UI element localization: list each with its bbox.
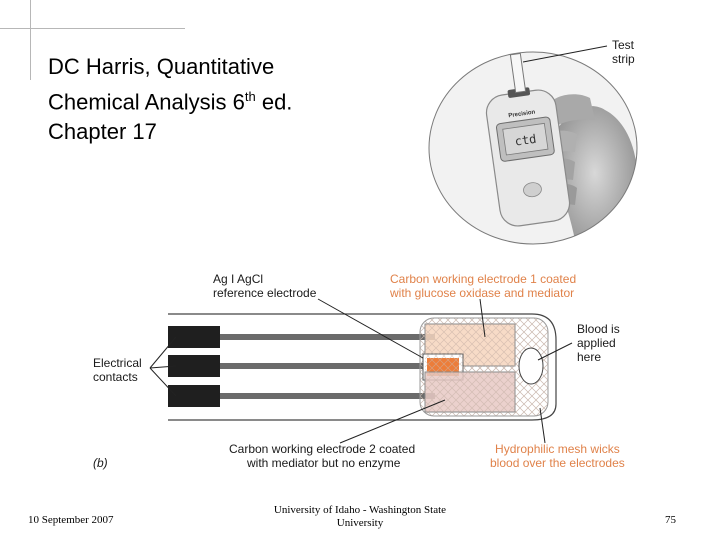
footer-date: 10 September 2007 [28, 514, 114, 526]
slide-title: DC Harris, Quantitative Chemical Analysi… [48, 52, 292, 147]
panel-label: (b) [93, 456, 108, 470]
meter-brand-text: Precision [508, 110, 536, 120]
contact-1 [168, 326, 220, 348]
slide-frame-horizontal [0, 28, 185, 29]
hydrophilic-mesh-label: Hydrophilic mesh wicks blood over the el… [490, 442, 625, 470]
title-line-3: Chapter 17 [48, 119, 157, 145]
working-electrode-2-label: Carbon working electrode 2 coated with m… [229, 442, 416, 470]
footer-university: University of Idaho - Washington State U… [273, 504, 447, 529]
lead-3 [220, 393, 435, 399]
glucose-meter-photo: ctd Precision [428, 51, 638, 245]
contact-2 [168, 355, 220, 377]
lead-1 [220, 334, 435, 340]
slide-frame-vertical [30, 0, 31, 80]
blood-applied-label: Blood is applied here [577, 322, 620, 364]
title-line-2: Chemical Analysis 6th ed. [48, 89, 293, 115]
test-strip-label: Test strip [612, 38, 635, 66]
title-line-1: DC Harris, Quantitative [48, 54, 275, 79]
working-electrode-1-label: Carbon working electrode 1 coated with g… [390, 272, 577, 300]
lead-2 [220, 363, 425, 369]
reference-electrode-label: Ag I AgCl reference electrode [213, 272, 317, 300]
meter-display-text: ctd [514, 132, 537, 149]
blood-application-site [518, 347, 544, 385]
electrical-contacts-label: Electrical contacts [93, 356, 142, 384]
contact-3 [168, 385, 220, 407]
footer-page-number: 75 [665, 514, 676, 526]
